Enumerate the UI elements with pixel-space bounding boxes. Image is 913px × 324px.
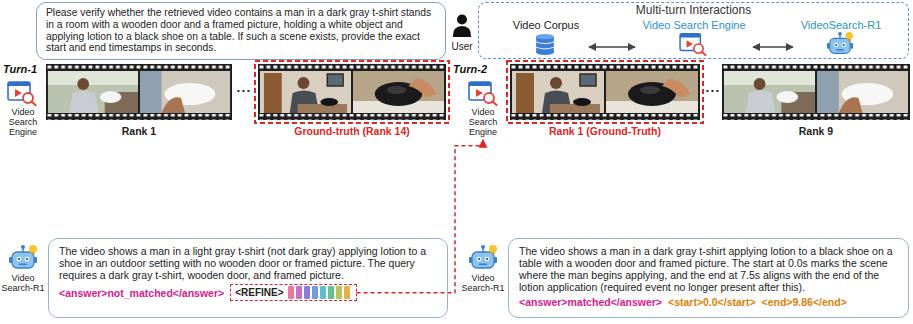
user-icon (453, 14, 471, 36)
response-bubble: The video shows a man in a light gray t-… (48, 238, 448, 318)
text-row: <answer>not_matched</answer> <REFINE> (59, 284, 437, 301)
text-row: Video Search Engine (638, 19, 750, 32)
ground-truth-highlight (507, 61, 703, 123)
token-bar (328, 286, 334, 299)
connector (589, 46, 635, 47)
rank-label: Ground-truth (Rank 14) (294, 125, 410, 138)
token-bar (336, 286, 342, 299)
text-row: The video shows a man in a dark gray t-s… (519, 245, 898, 293)
engine-item: Video Search Engine (638, 19, 750, 59)
ellipsis: • • • (706, 86, 719, 96)
text-row: Video Search Engine (2, 108, 44, 138)
rank-label: Rank 1 (Ground-Truth) (549, 125, 661, 138)
response-bubble: The video shows a man in a dark gray t-s… (508, 238, 909, 318)
panel-title: Multi-turn Interactions (479, 4, 908, 18)
text-row: Video Corpus (506, 19, 586, 32)
robot-icon (469, 245, 497, 268)
answer-tag: <answer>matched</answer> (519, 296, 662, 308)
item-label: Video Corpus (506, 19, 586, 32)
corpus-item: Video Corpus (506, 19, 586, 59)
body-text: The video shows a man in a light gray t-… (59, 245, 437, 281)
search-engine: Video Search Engine (2, 80, 44, 138)
timestamp-tag: <end>9.86</end> (762, 296, 847, 308)
item-label: Video Search Engine (638, 19, 750, 32)
token-bar (296, 286, 302, 299)
body-text: The video shows a man in a dark gray t-s… (519, 245, 898, 293)
item-label: VideoSearch-R1 (796, 19, 886, 32)
token-bar (304, 286, 310, 299)
query-bubble: Please verify whether the retrieved vide… (36, 2, 446, 60)
video-frame (722, 64, 910, 120)
refine-tag: <REFINE> (235, 287, 283, 299)
refine-token: <REFINE> (230, 284, 356, 301)
text-row: Video Search Engine (462, 108, 504, 138)
ground-truth-highlight (255, 61, 449, 123)
agent-label: Video Search-R1 (461, 274, 505, 294)
token-bar (312, 286, 318, 299)
icon-caption: Video Search Engine (462, 108, 504, 138)
video-frame (258, 64, 446, 120)
text-row: <answer>matched</answer> <start>0.0</star… (519, 296, 898, 308)
token-bar (320, 286, 326, 299)
rank-label: Rank 9 (799, 125, 833, 138)
actor-label: User (451, 41, 472, 53)
token-bar (288, 286, 294, 299)
video-frame (510, 64, 700, 120)
body-text: Please verify whether the retrieved vide… (46, 7, 436, 54)
ellipsis: • • • (237, 86, 250, 96)
text-row: VideoSearch-R1 (796, 19, 886, 32)
robot-icon (9, 245, 37, 268)
search-engine-icon (680, 34, 705, 55)
agent-label: Video Search-R1 (1, 274, 45, 294)
token-bar (344, 286, 350, 299)
text-row: Please verify whether the retrieved vide… (46, 7, 436, 54)
connector (753, 46, 793, 47)
database-icon (536, 34, 554, 55)
text-row: <REFINE> (235, 287, 283, 299)
robot-icon (827, 32, 853, 53)
search-engine: Video Search Engine (462, 80, 504, 138)
turn-label: Turn-1 (3, 63, 37, 76)
refine-token-bars (288, 286, 352, 299)
turn-label: Turn-2 (453, 63, 487, 76)
video-frame (46, 64, 232, 120)
interaction-panel: Multi-turn InteractionsVideo Corpus Video… (478, 2, 909, 59)
agent-item: VideoSearch-R1 (796, 19, 886, 59)
icon-caption: Video Search Engine (2, 108, 44, 138)
timestamp-tag: <start>0.0</start> (668, 296, 756, 308)
search-engine-icon (8, 82, 36, 105)
rank-label: Rank 1 (122, 125, 156, 138)
answer-tag: <answer>not_matched</answer> (59, 287, 224, 299)
text-row: Multi-turn Interactions (479, 4, 908, 18)
search-engine-icon (469, 82, 497, 105)
text-row: The video shows a man in a light gray t-… (59, 245, 437, 281)
connector (357, 140, 483, 293)
